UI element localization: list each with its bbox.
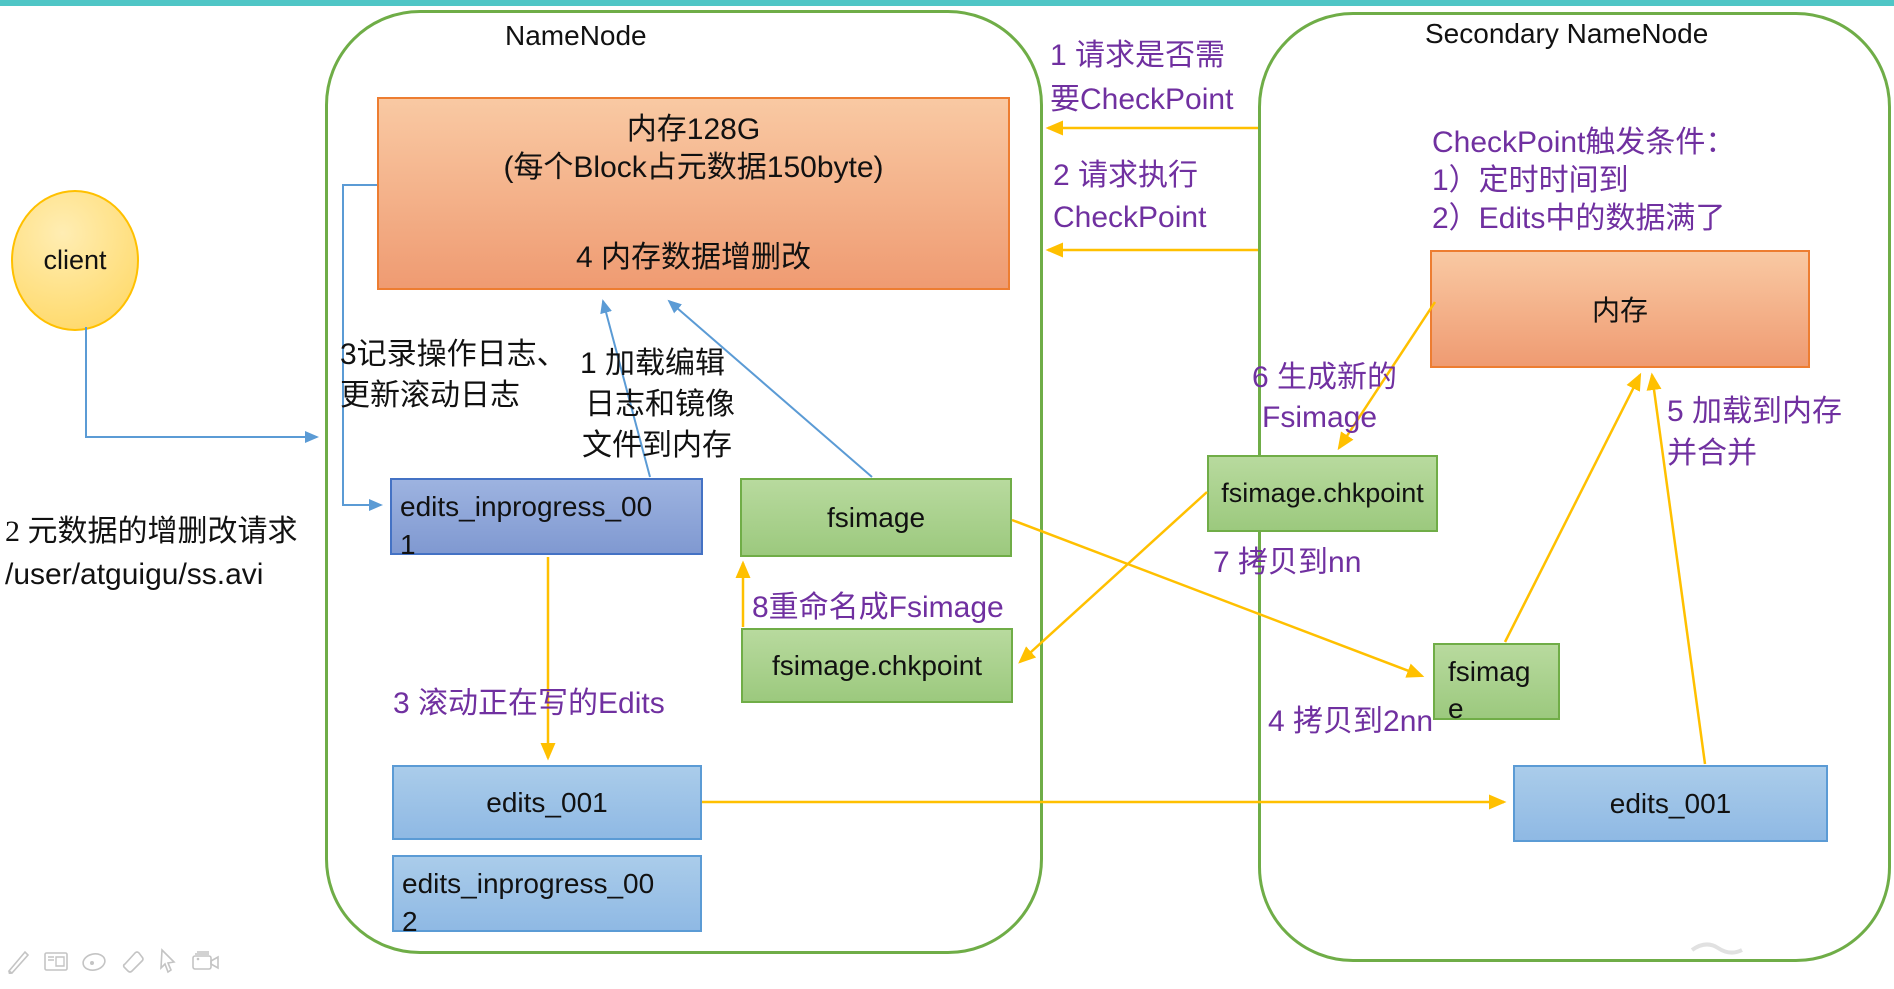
snn-conditions-line2: 1）定时时间到 <box>1432 164 1629 197</box>
nn-edits-inprogress-001-box: edits_inprogress_001 <box>390 478 703 560</box>
namenode-container <box>325 10 1043 954</box>
eraser-icon[interactable] <box>119 948 145 974</box>
flow-request2-line1: 2 请求执行 <box>1053 159 1199 192</box>
snn-load-merge-line2: 并合并 <box>1667 437 1757 470</box>
flow-request2-line2: CheckPoint <box>1053 201 1207 234</box>
client-request-line1: 2 元数据的增删改请求 <box>5 515 298 548</box>
flow-request1-line2: 要CheckPoint <box>1050 83 1234 116</box>
laser-pointer-icon[interactable] <box>80 948 108 974</box>
snn-load-merge-line1: 5 加载到内存 <box>1667 395 1843 428</box>
client-request-line2: /user/atguigu/ss.avi <box>5 558 264 591</box>
nn-memory-box <box>377 97 1010 290</box>
flow-request1-line1: 1 请求是否需 <box>1050 39 1226 72</box>
snn-fsimage-chkpoint-box: fsimage.chkpoint <box>1207 455 1438 532</box>
snn-generate-line2: Fsimage <box>1262 401 1378 434</box>
snn-edits-001-box: edits_001 <box>1513 765 1828 842</box>
nn-memory-line3: 4 内存数据增删改 <box>575 241 812 274</box>
nn-edits-001-box: edits_001 <box>392 765 702 840</box>
snn-copy-to-2nn-label: 4 拷贝到2nn <box>1268 705 1434 738</box>
pen-icon[interactable] <box>6 948 32 974</box>
cursor-icon[interactable] <box>156 948 180 974</box>
nn-rename-label: 8重命名成Fsimage <box>752 591 1004 624</box>
nn-roll-edits-label: 3 滚动正在写的Edits <box>393 687 665 720</box>
secondary-namenode-title: Secondary NameNode <box>1425 18 1709 49</box>
slides-icon[interactable] <box>43 948 69 974</box>
top-accent-bar <box>0 0 1894 6</box>
nn-record-log-line1: 3记录操作日志、 <box>340 338 567 371</box>
nn-load-line1: 1 加载编辑 <box>580 347 726 380</box>
snn-conditions-line1: CheckPoint触发条件： <box>1432 126 1736 159</box>
arrow-client-to-namenode <box>85 327 319 443</box>
namenode-title: NameNode <box>505 20 647 51</box>
nn-load-line2: 日志和镜像 <box>585 388 735 421</box>
nn-load-line3: 文件到内存 <box>582 429 732 462</box>
snn-conditions-line3: 2）Edits中的数据满了 <box>1432 202 1726 235</box>
annotation-toolbar <box>6 948 221 974</box>
snn-generate-line1: 6 生成新的 <box>1252 361 1398 394</box>
nn-fsimage-chkpoint-box: fsimage.chkpoint <box>741 628 1013 703</box>
camera-icon[interactable] <box>191 948 221 974</box>
snn-copy-to-nn-label: 7 拷贝到nn <box>1213 546 1362 579</box>
nn-memory-line1: 内存128G <box>626 113 761 146</box>
snn-memory-box: 内存 <box>1430 250 1810 368</box>
nn-edits-inprogress-002-box: edits_inprogress_002 <box>392 855 702 937</box>
nn-fsimage-box: fsimage <box>740 478 1012 557</box>
client-node: client <box>11 190 139 331</box>
nn-memory-line2: (每个Block占元数据150byte) <box>503 151 884 184</box>
nn-record-log-line2: 更新滚动日志 <box>340 379 520 412</box>
snn-fsimage-box: fsimage <box>1433 643 1560 724</box>
client-label: client <box>43 245 107 275</box>
arrow-copy-chkpoint-to-nn <box>1018 491 1208 664</box>
